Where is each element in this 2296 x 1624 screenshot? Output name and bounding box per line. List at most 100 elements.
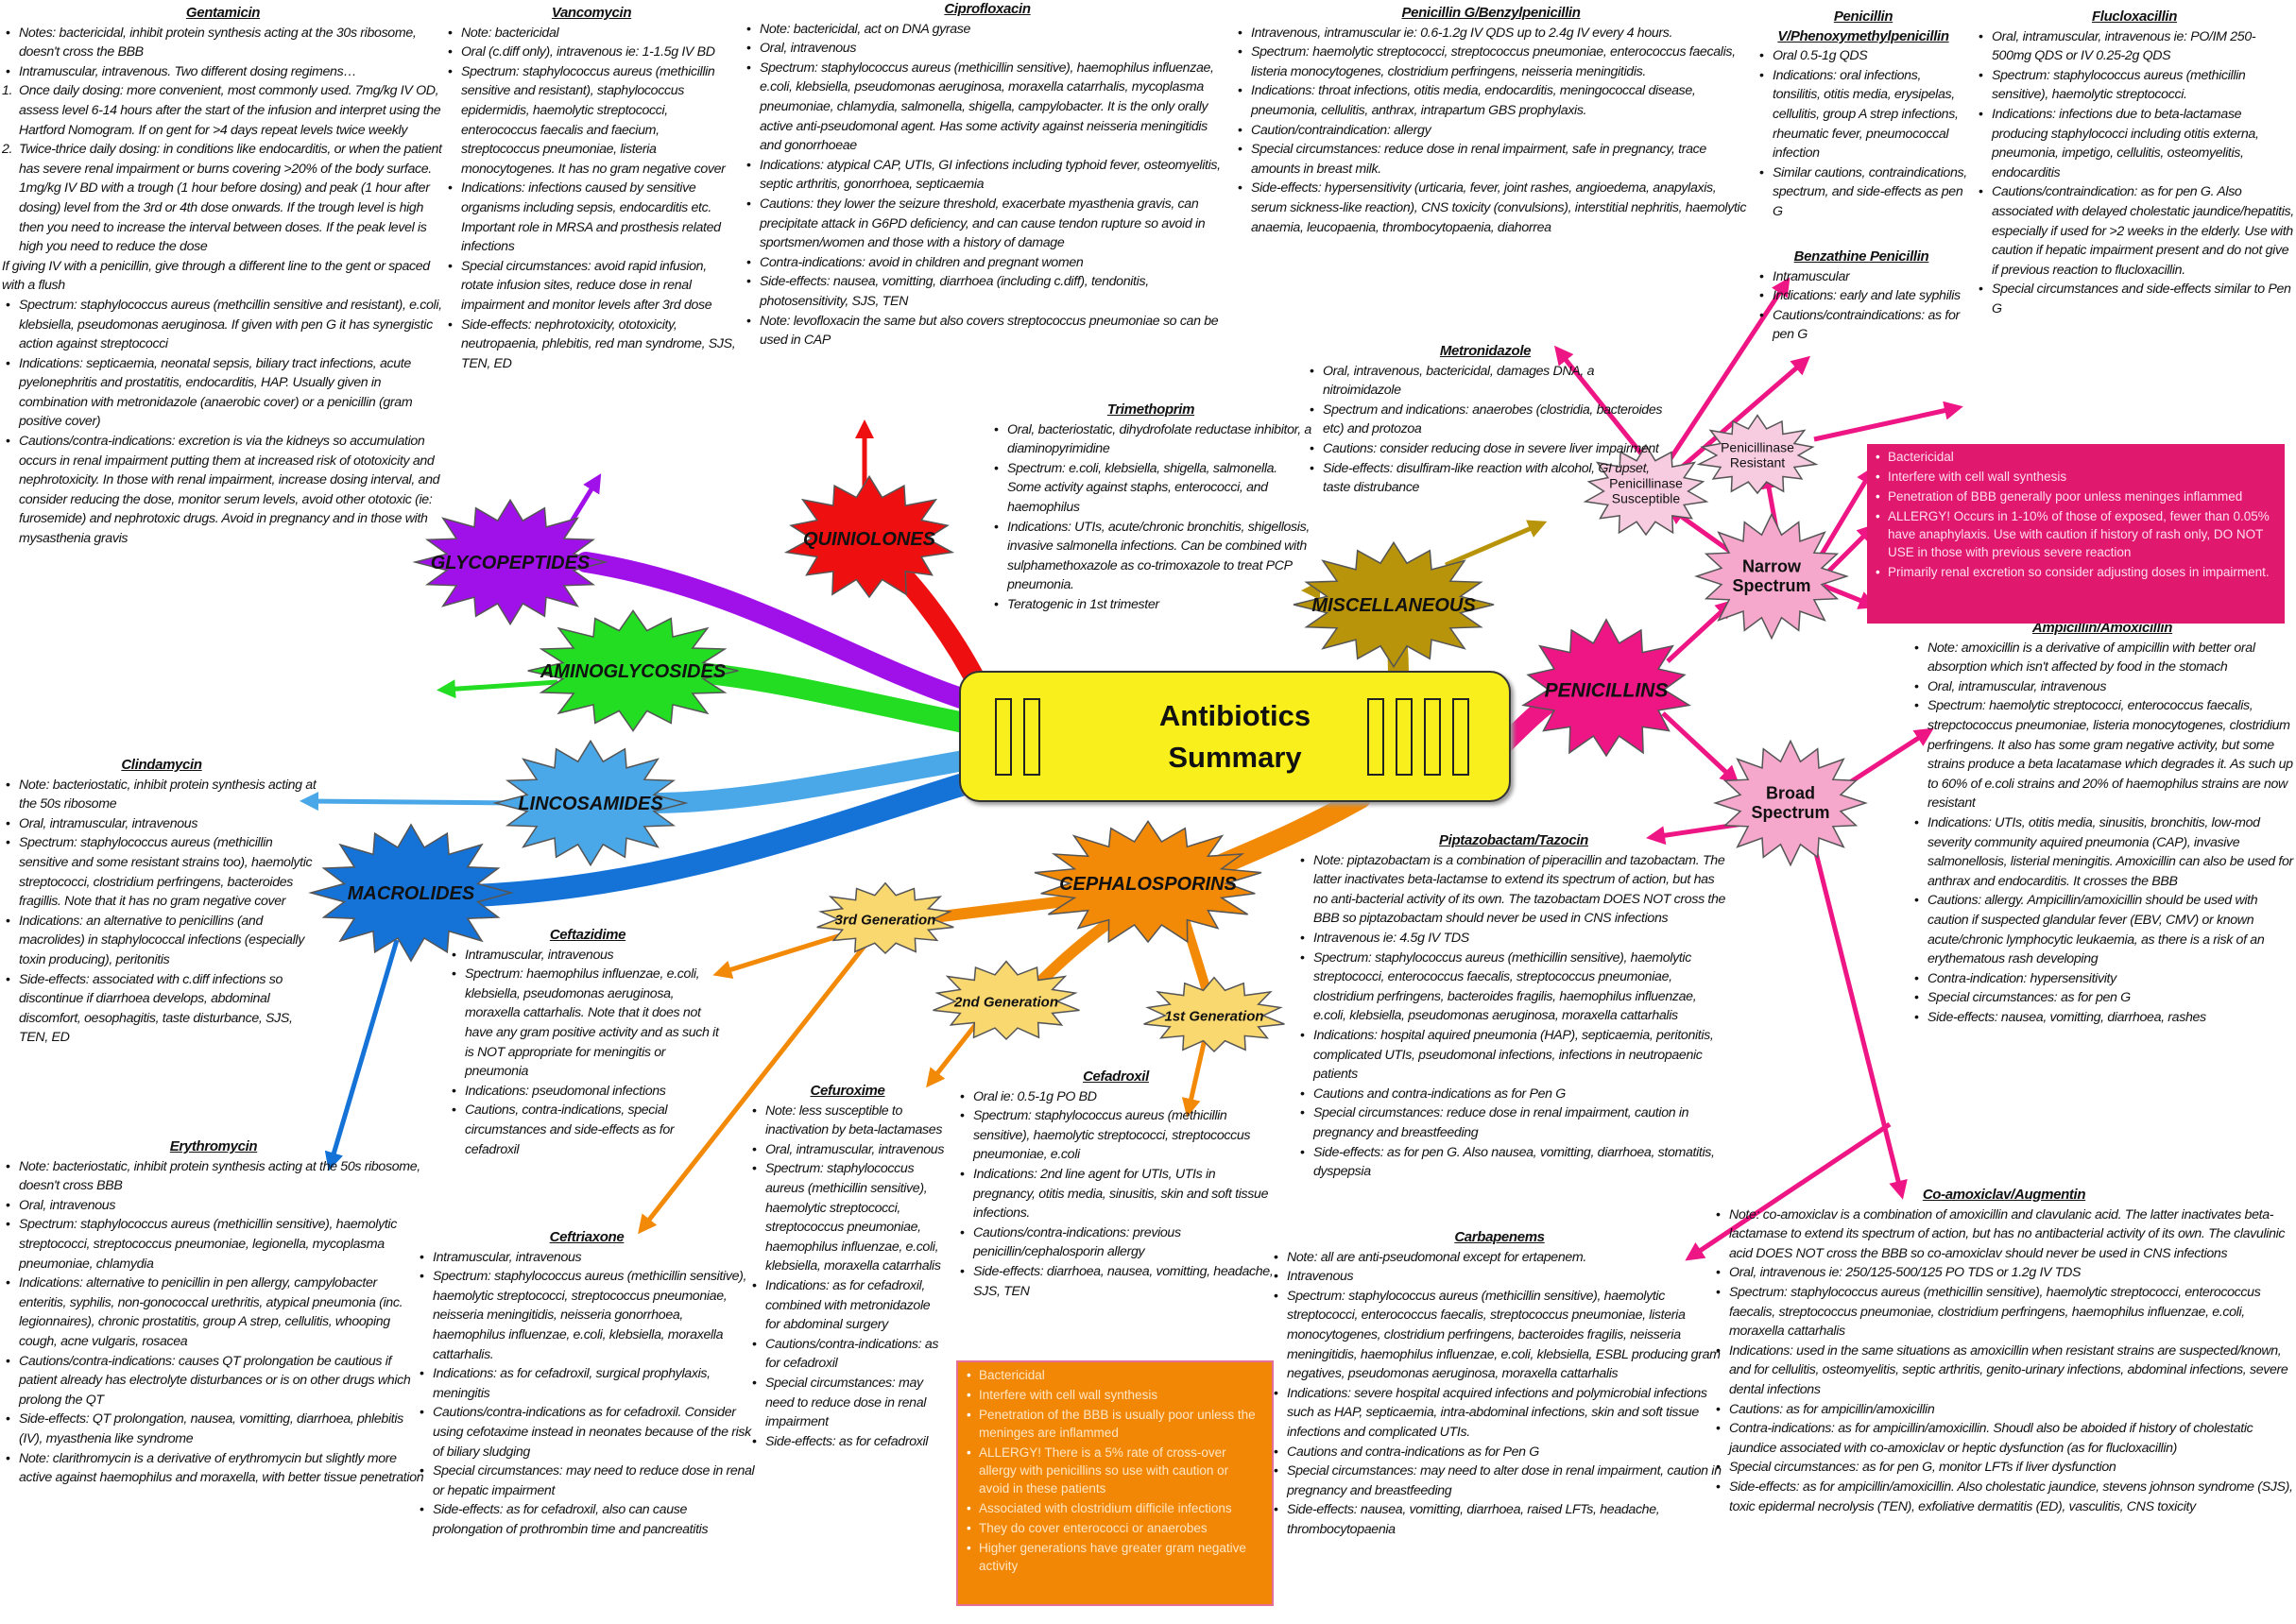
bullet-item: Side-effects: diarrhoea, nausea, vomitti…: [960, 1262, 1276, 1301]
bullet-item: Spectrum: staphylococcus aureus (methici…: [960, 1106, 1276, 1165]
bullet-item: Indications: UTIs, acute/chronic bronchi…: [994, 518, 1311, 595]
connector-arrow: [1811, 845, 1908, 1200]
bullet-item: Note: bactericidal: [448, 24, 739, 43]
starburst-shape: [527, 609, 739, 732]
bullet-item: Contra-indication: hypersensitivity: [1914, 969, 2294, 989]
bullet-item: Note: bacteriostatic, inhibit protein sy…: [6, 1157, 425, 1196]
bullet-item: Indications: infections caused by sensit…: [448, 179, 739, 256]
drug-card-ampicillin: Ampicillin/AmoxicillinNote: amoxicillin …: [1910, 619, 2294, 1027]
bullet-item: Indications: infections due to beta-lact…: [1979, 105, 2294, 182]
bullet-item: Intramuscular, intravenous: [452, 946, 728, 966]
topic-node-quiniolones: QUINIOLONES: [783, 474, 955, 599]
drug-card-cefuroxime: CefuroximeNote: less susceptible to inac…: [748, 1082, 947, 1451]
connector-arrow: [1685, 1121, 1892, 1261]
connector-arrow: [1678, 355, 1811, 470]
bullet-item: Spectrum: staphylococcus aureus (methici…: [1300, 949, 1731, 1026]
bullet-item: Oral, intramuscular, intravenous: [6, 814, 321, 834]
drug-title: Ciprofloxacin: [944, 1, 1031, 17]
drug-title: Penicillin G/Benzylpenicillin: [1401, 5, 1581, 21]
drug-card-penicillin_g: Penicillin G/BenzylpenicillinIntravenous…: [1234, 4, 1748, 237]
drug-title: Ampicillin/Amoxicillin: [2031, 620, 2173, 636]
connector-arrow: [1445, 520, 1548, 568]
bullet-item: Spectrum: staphylococcus aureus (methici…: [448, 62, 739, 179]
bullet-item: Cautions/contra-indications: previous pe…: [960, 1223, 1276, 1262]
penicillins-summary-box: BactericidalInterfere with cell wall syn…: [1867, 444, 2285, 624]
bullet-item: Cautions: they lower the seizure thresho…: [746, 195, 1232, 253]
summary-point: Penetration of BBB generally poor unless…: [1876, 487, 2275, 505]
bullet-item: Side-effects: as for cefadroxil: [752, 1432, 947, 1452]
drug-title: Co-amoxiclav/Augmentin: [1922, 1187, 2086, 1203]
drug-card-metronidazole: MetronidazoleOral, intravenous, bacteric…: [1306, 342, 1665, 498]
starburst-shape: [1293, 540, 1495, 669]
summary-point: ALLERGY! There is a 5% rate of cross-ove…: [967, 1444, 1262, 1497]
topic-node-aminoglycosides: AMINOGLYCOSIDES: [527, 609, 739, 732]
bullet-item: Note: amoxicillin is a derivative of amp…: [1914, 639, 2294, 677]
bullet-item: Cautions/contraindications: as for pen G: [1759, 306, 1967, 345]
drug-title: Cefuroxime: [810, 1083, 885, 1099]
bullet-item: Contra-indications: avoid in children an…: [746, 253, 1232, 273]
drug-card-ceftazidime: CeftazidimeIntramuscular, intravenousSpe…: [448, 926, 728, 1159]
drug-title: Penicillin V/Phenoxymethylpenicillin: [1777, 9, 1949, 44]
bullet-item: Indications: throat infections, otitis m…: [1238, 81, 1748, 120]
starburst-shape: [1696, 414, 1819, 495]
bullet-item: Intramuscular: [1759, 267, 1967, 287]
bullet-item: Side-effects: as for cefadroxil, also ca…: [420, 1500, 758, 1539]
starburst-shape: [308, 823, 514, 963]
bullet-item: Oral 0.5-1g QDS: [1759, 46, 1971, 66]
starburst-shape: [1143, 976, 1285, 1053]
drug-title: Benzathine Penicillin: [1793, 248, 1929, 265]
bullet-item: Special circumstances: as for pen G: [1914, 988, 2294, 1008]
drug-card-vancomycin: VancomycinNote: bactericidalOral (c.diff…: [444, 4, 739, 373]
drug-card-gentamicin: GentamicinNotes: bactericidal, inhibit p…: [2, 4, 444, 549]
bullet-item: Cautions/contra-indications as for cefad…: [420, 1403, 758, 1462]
bullet-item: Special circumstances: may need to reduc…: [420, 1462, 758, 1500]
bullet-item: Side-effects: hypersensitivity (urticari…: [1238, 179, 1748, 237]
summary-point: Higher generations have greater gram neg…: [967, 1539, 1262, 1575]
bullet-item: Indications: early and late syphilis: [1759, 286, 1967, 306]
bullet-item: Contra-indications: as for ampicillin/am…: [1716, 1419, 2296, 1458]
bullet-item: Note: bacteriostatic, inhibit protein sy…: [6, 776, 321, 814]
bullet-item: Oral, bacteriostatic, dihydrofolate redu…: [994, 420, 1311, 459]
bullet-item: Oral, intravenous, bactericidal, damages…: [1310, 362, 1665, 401]
connector-arrow: [1661, 711, 1739, 785]
bullet-item: Cautions: allergy. Ampicillin/amoxicilli…: [1914, 891, 2294, 968]
drug-title: Trimethoprim: [1106, 402, 1195, 418]
bullet-item: Side-effects: as for ampicillin/amoxicil…: [1716, 1478, 2296, 1516]
bullet-item: Intramuscular, intravenous. Two differen…: [6, 62, 444, 82]
bullet-item: Cautions/contra-indications: excretion i…: [6, 432, 444, 549]
bullet-item: Spectrum: staphylococcus aureus (methici…: [6, 1215, 425, 1274]
bullet-item: Intravenous ie: 4.5g IV TDS: [1300, 929, 1731, 949]
title-line-2: Summary: [1168, 741, 1302, 774]
lincosamides-branch: [642, 750, 974, 813]
drug-title: Metronidazole: [1439, 343, 1532, 359]
starburst-shape: [1521, 618, 1691, 758]
drug-title: Cefadroxil: [1083, 1068, 1149, 1085]
bullet-item: Oral (c.diff only), intravenous ie: 1-1.…: [448, 43, 739, 62]
summary-point: Interfere with cell wall synthesis: [1876, 468, 2275, 486]
bullet-item: Cautions, contra-indications, special ci…: [452, 1101, 728, 1159]
bullet-item: Cautions: as for ampicillin/amoxicillin: [1716, 1400, 2296, 1420]
summary-point: Bactericidal: [1876, 448, 2275, 466]
connector-arrow: [638, 938, 871, 1235]
topic-label: AMINOGLYCOSIDES: [540, 661, 727, 682]
bullet-item: Oral, intravenous: [6, 1196, 425, 1216]
bullet-item: Spectrum: staphylococcus aureus (methcil…: [6, 296, 444, 354]
drug-title: Erythromycin: [169, 1138, 258, 1154]
connector-arrow: [324, 939, 400, 1171]
bullet-item: Intramuscular, intravenous: [420, 1248, 758, 1268]
bullet-item: Note: piptazobactam is a combination of …: [1300, 851, 1731, 929]
bullet-item: Indications: UTIs, otitis media, sinusit…: [1914, 813, 2294, 891]
drug-title: Piptazobactam/Tazocin: [1439, 832, 1588, 848]
item-number: 2.: [2, 142, 13, 158]
summary-point: Interfere with cell wall synthesis: [967, 1386, 1262, 1404]
bullet-item: Oral, intramuscular, intravenous ie: PO/…: [1979, 27, 2294, 66]
topic-node-1st-generation: 1st Generation: [1143, 976, 1285, 1053]
bullet-item: Indications: an alternative to penicilli…: [6, 912, 321, 970]
bullet-item: Spectrum: haemolytic streptococci, enter…: [1914, 696, 2294, 813]
topic-label: GLYCOPEPTIDES: [431, 553, 591, 573]
